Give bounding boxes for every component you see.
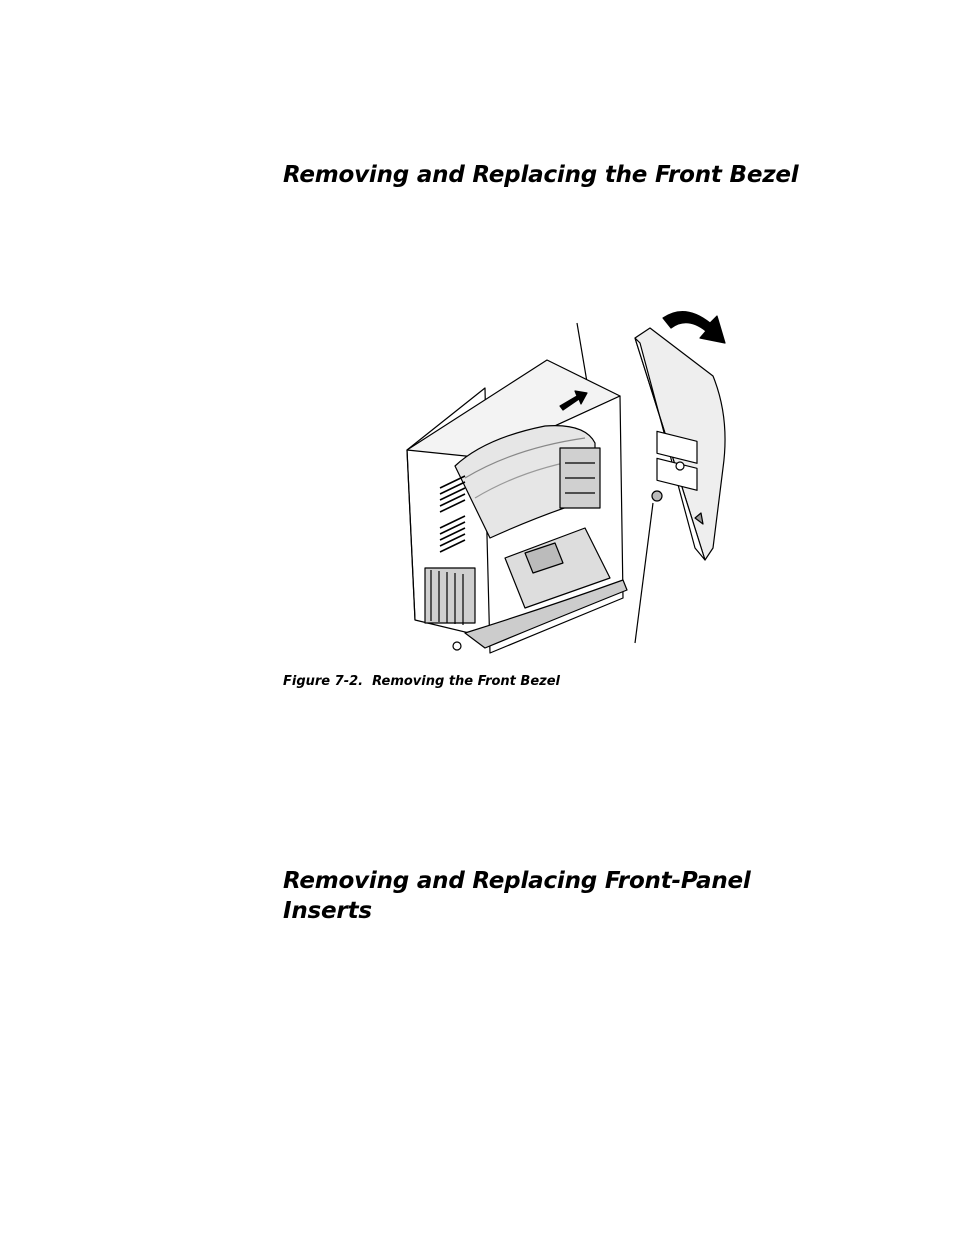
- section-heading-front-bezel: Removing and Replacing the Front Bezel: [283, 162, 799, 188]
- section-heading-front-panel-inserts: Removing and Replacing Front-Panel Inser…: [283, 868, 751, 924]
- front-bezel-drawing: [634, 327, 726, 561]
- callout-line-bottom: [634, 502, 654, 644]
- callout-line-top: [576, 322, 589, 389]
- figure-caption-text: Removing the Front Bezel: [372, 674, 560, 689]
- figure-caption: Figure 7-2. Removing the Front Bezel: [283, 673, 560, 691]
- figure-illustration: [395, 298, 745, 663]
- rotation-arrow-icon: [662, 311, 726, 344]
- figure-label: Figure 7-2.: [283, 674, 364, 689]
- chassis-drawing: [406, 359, 628, 654]
